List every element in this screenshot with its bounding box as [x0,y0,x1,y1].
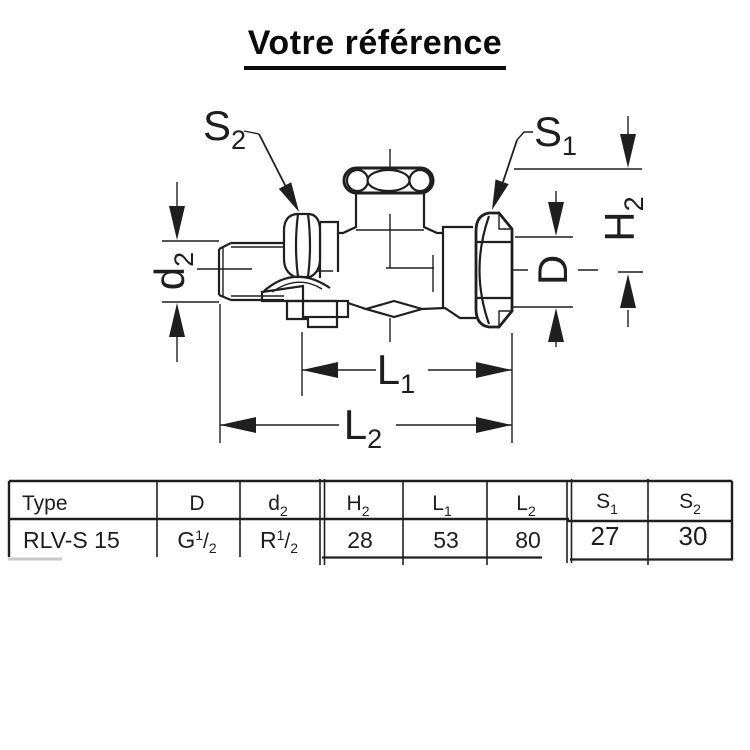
valve-handle [342,166,435,195]
bonnet-curve-inner [271,281,323,293]
table-borders [7,479,734,560]
cell-h2: 28 [347,527,373,553]
col-header-l1: L1 [432,492,452,519]
s2-label: S2 [203,102,246,155]
cell-s1: 27 [591,521,620,551]
h2-dimension: H2 [596,116,649,327]
s1-union-nut [474,211,514,329]
col-header-l2: L2 [516,492,536,519]
table-header-row: Type D d2 H2 L1 L2 S1 S2 [22,490,701,519]
extension-lines [162,168,642,443]
cell-type: RLV-S 15 [23,527,120,553]
col-header-d2: d2 [268,492,288,519]
chamfer-hatch-top [498,211,514,230]
l2-dimension: L2 [220,401,512,454]
l1-dimension: L1 [302,346,512,399]
col-header-s1: S1 [596,490,618,517]
s1-label: S1 [534,108,577,161]
cell-l1: 53 [433,527,459,553]
bonnet-curve [263,275,331,292]
l2-label: L2 [344,401,382,454]
s1-leader: S1 [492,108,577,210]
table-bottom-lines [8,556,733,561]
cell-l2: 80 [515,527,541,553]
male-thread-end [217,241,284,302]
handle-left-knob [345,168,370,193]
table-column-lines [156,479,649,565]
d2-dimension: d2 [146,182,199,362]
s2-union-nut [282,212,322,279]
d-label: D [529,255,576,285]
dimension-annotations: d2 D H2 S2 S1 [146,102,649,454]
page-title: Votre référence [0,24,750,70]
cross-section [260,275,350,329]
cell-d2: R1/2 [260,527,298,556]
handle-right-knob [408,168,432,193]
table-data-row: RLV-S 15 G1/2 R1/2 28 53 80 27 30 [23,521,707,556]
l1-label: L1 [377,346,415,399]
gland-hatch-block [285,299,339,329]
col-header-s2: S2 [679,490,701,517]
page-title-text: Votre référence [243,24,507,70]
d-dimension: D [529,191,576,347]
s2-leader: S2 [203,102,299,212]
col-header-type: Type [22,492,68,515]
chamfer-hatch-bottom [498,310,514,329]
tailpiece [347,299,476,320]
d2-label: d2 [146,252,199,290]
packing-dots-band [301,299,350,319]
h2-label: H2 [596,196,649,241]
cell-d: G1/2 [177,527,217,556]
cell-s2: 30 [679,521,708,551]
valve-body [197,149,643,342]
handle-center-boss [366,168,411,193]
col-header-h2: H2 [347,492,370,519]
col-header-d: D [189,492,204,515]
body-profile [320,193,473,308]
spec-table: Type D d2 H2 L1 L2 S1 S2 RLV-S 15 G1/2 R… [7,479,734,565]
